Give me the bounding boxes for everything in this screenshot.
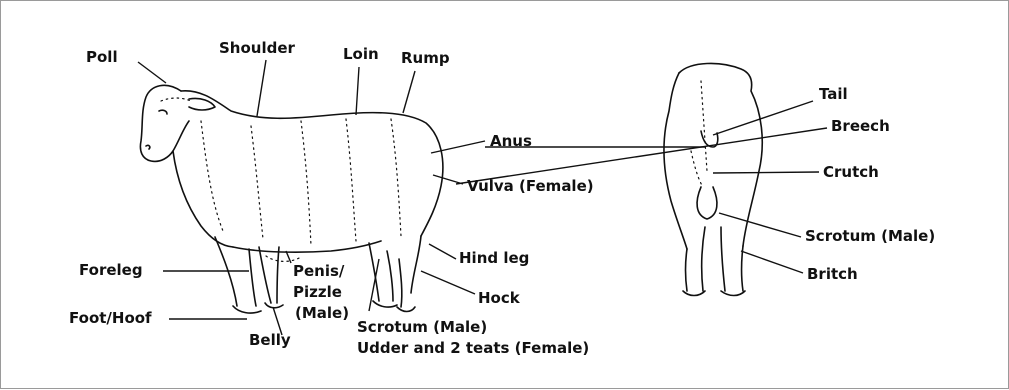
sheep-side-view [140, 85, 442, 313]
rear-view-labels: Tail Breech Crutch Scrotum (Male) Britch [805, 85, 935, 283]
label-britch: Britch [807, 265, 858, 283]
label-foreleg: Foreleg [79, 261, 143, 279]
label-udder: Udder and 2 teats (Female) [357, 339, 589, 357]
label-shoulder: Shoulder [219, 39, 296, 57]
label-scrotum-side: Scrotum (Male) [357, 318, 487, 336]
label-penis-line2: Pizzle [293, 283, 342, 301]
label-anus: Anus [490, 132, 532, 150]
label-scrotum-rear: Scrotum (Male) [805, 227, 935, 245]
label-breech: Breech [831, 117, 890, 135]
label-hock: Hock [478, 289, 521, 307]
label-penis-line1: Penis/ [293, 262, 345, 280]
label-rump: Rump [401, 49, 450, 67]
label-foot-hoof: Foot/Hoof [69, 309, 152, 327]
label-penis-line3: (Male) [295, 304, 349, 322]
label-poll: Poll [86, 48, 118, 66]
side-view-labels: Poll Shoulder Loin Rump Anus Vulva (Fema… [69, 39, 594, 357]
label-hind-leg: Hind leg [459, 249, 529, 267]
label-tail: Tail [819, 85, 848, 103]
label-loin: Loin [343, 45, 379, 63]
label-belly: Belly [249, 331, 291, 349]
sheep-rear-view [664, 63, 762, 295]
label-vulva: Vulva (Female) [467, 177, 594, 195]
label-crutch: Crutch [823, 163, 879, 181]
